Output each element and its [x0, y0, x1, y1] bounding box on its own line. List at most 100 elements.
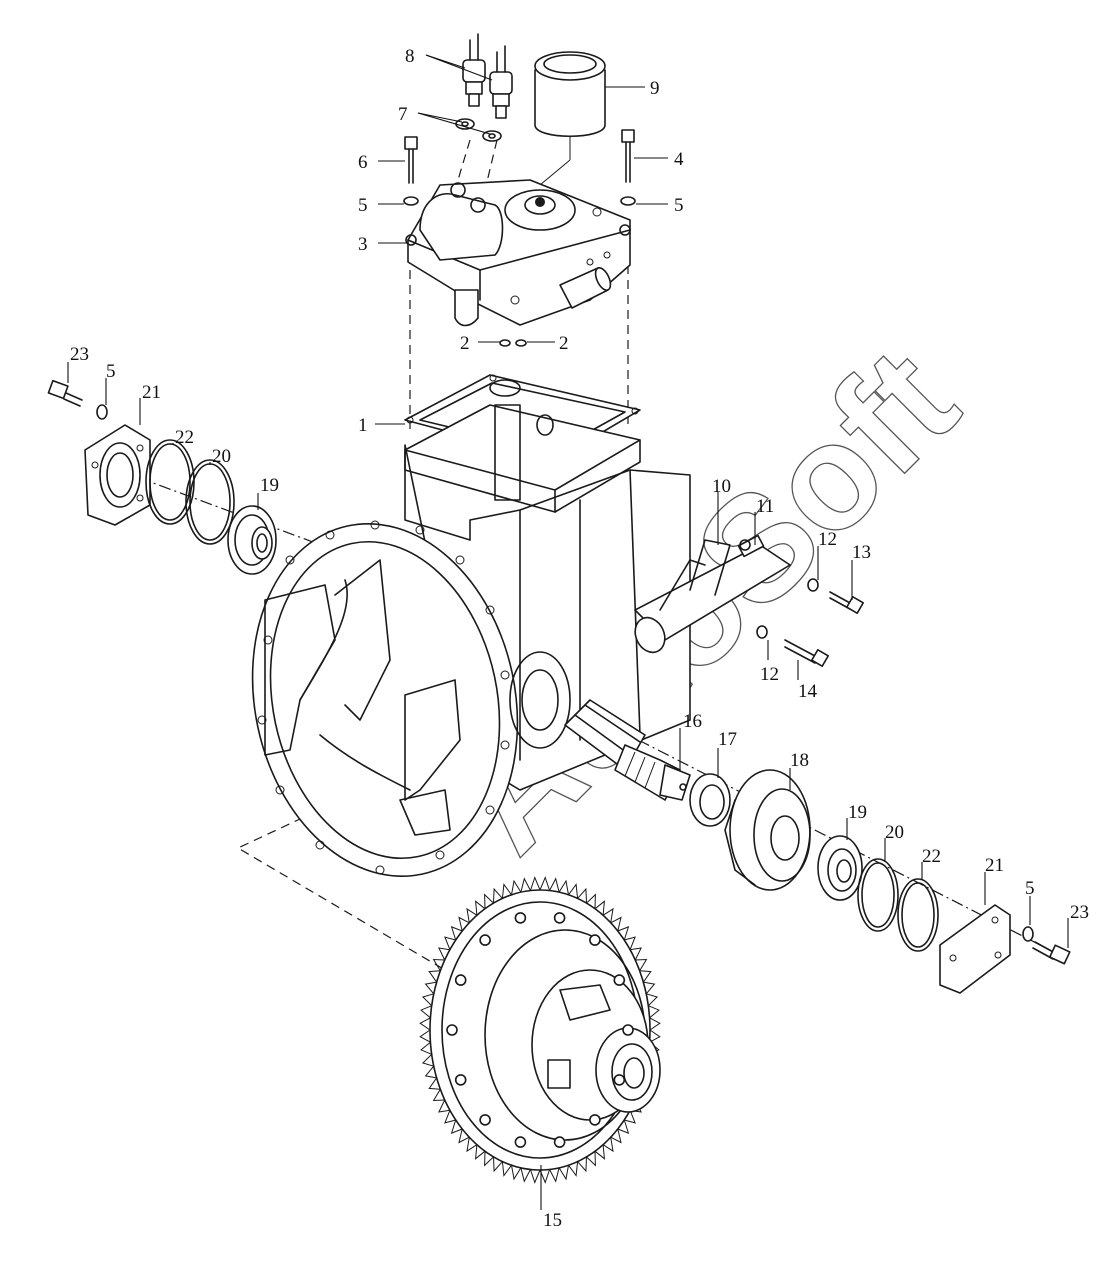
gear-tooth — [419, 1029, 431, 1043]
gear-tooth — [624, 1110, 636, 1124]
left-bearing-stack — [47, 379, 277, 575]
top-gasket — [404, 374, 641, 513]
gear-tooth — [635, 958, 648, 972]
gear-tooth — [501, 1161, 512, 1177]
callout-19-left: 19 — [260, 475, 279, 496]
gear-tooth — [474, 1144, 486, 1160]
callout-19-right: 19 — [848, 802, 867, 823]
gear-tooth — [568, 1161, 579, 1177]
gear-tooth — [484, 1151, 494, 1167]
gear-tooth — [558, 879, 569, 895]
gear-tooth — [474, 900, 486, 916]
gear-tooth — [444, 1110, 456, 1124]
case-bolt — [589, 934, 601, 946]
gear-tooth — [501, 883, 512, 899]
gear-tooth — [602, 907, 614, 923]
oil-filter — [534, 51, 606, 138]
gear-tooth — [646, 993, 659, 1007]
callout-7: 7 — [398, 104, 408, 125]
callout-3: 3 — [358, 234, 368, 255]
case-bolt — [589, 1114, 601, 1126]
cover-bolts — [403, 129, 636, 206]
gear-tooth — [484, 893, 494, 909]
gear-tooth — [577, 1156, 587, 1173]
gear-tooth — [444, 936, 456, 950]
gear-tooth — [511, 879, 522, 895]
gear-tooth — [577, 887, 587, 904]
pinion-shaft — [564, 699, 691, 801]
gear-tooth — [602, 1137, 614, 1153]
gear-tooth — [586, 1151, 596, 1167]
gear-tooth — [450, 1119, 463, 1134]
callout-23-left: 23 — [70, 344, 89, 365]
callout-4: 4 — [674, 149, 684, 170]
callout-16: 16 — [683, 711, 702, 732]
callout-5-right: 5 — [1025, 878, 1035, 899]
gear-tooth — [438, 947, 450, 961]
gear-tooth — [424, 1065, 437, 1079]
gear-tooth — [421, 993, 434, 1007]
gear-tooth — [421, 1053, 434, 1067]
gear-tooth — [466, 1137, 478, 1153]
callout-14: 14 — [798, 681, 818, 702]
gear-tooth — [466, 907, 478, 923]
gear-tooth — [493, 887, 503, 904]
valve-bolts — [756, 578, 864, 667]
gear-tooth — [594, 900, 606, 916]
gear-tooth — [420, 1041, 432, 1055]
gear-tooth — [568, 883, 579, 899]
gear-tooth — [419, 1017, 431, 1031]
callout-20-left: 20 — [212, 446, 231, 467]
callout-15: 15 — [543, 1210, 562, 1231]
top-cover-valve-body — [405, 179, 631, 327]
case-bolt — [479, 1114, 491, 1126]
case-bolt — [553, 912, 566, 924]
gear-tooth — [529, 876, 541, 891]
callout-2-right: 2 — [559, 333, 569, 354]
check-balls — [499, 339, 527, 347]
gear-tooth — [630, 947, 642, 961]
transmission-housing — [251, 444, 691, 877]
callout-17: 17 — [718, 729, 737, 750]
gear-tooth — [610, 1128, 622, 1144]
callout-10: 10 — [712, 476, 731, 497]
gear-tooth — [617, 1119, 630, 1134]
callout-12-bottom: 12 — [760, 664, 779, 685]
gear-tooth — [617, 926, 630, 941]
gear-tooth — [520, 1167, 531, 1183]
case-bolt — [613, 1074, 626, 1086]
case-bolt — [454, 1074, 467, 1086]
callout-21-left: 21 — [142, 382, 161, 403]
gear-tooth — [539, 1169, 551, 1184]
callout-5-top-left: 5 — [358, 195, 368, 216]
gear-tooth — [511, 1165, 522, 1181]
case-bolt — [553, 1136, 566, 1148]
case-bolt — [613, 974, 626, 986]
gear-tooth — [420, 1005, 432, 1019]
gear-tooth — [549, 1167, 560, 1183]
callout-18: 18 — [790, 750, 809, 771]
callout-8: 8 — [405, 46, 415, 67]
case-bolt — [514, 912, 527, 924]
gear-tooth — [586, 893, 596, 909]
callout-23-right: 23 — [1070, 902, 1089, 923]
case-bolt — [622, 1024, 634, 1036]
gear-tooth — [639, 970, 652, 983]
case-bolt — [479, 934, 491, 946]
callout-11: 11 — [756, 496, 774, 517]
gear-tooth — [643, 981, 656, 995]
callout-2-left: 2 — [460, 333, 470, 354]
callout-22-right: 22 — [922, 846, 941, 867]
callout-13: 13 — [852, 542, 871, 563]
callout-20-right: 20 — [885, 822, 904, 843]
case-bolt — [446, 1024, 458, 1036]
right-bearing-stack — [689, 769, 1071, 994]
gear-tooth — [594, 1144, 606, 1160]
gear-tooth — [610, 916, 622, 932]
differential-ring-gear — [419, 876, 661, 1184]
callout-5-top-right: 5 — [674, 195, 684, 216]
gear-tooth — [649, 1029, 661, 1043]
gear-tooth — [432, 958, 445, 972]
gear-tooth — [624, 936, 636, 950]
